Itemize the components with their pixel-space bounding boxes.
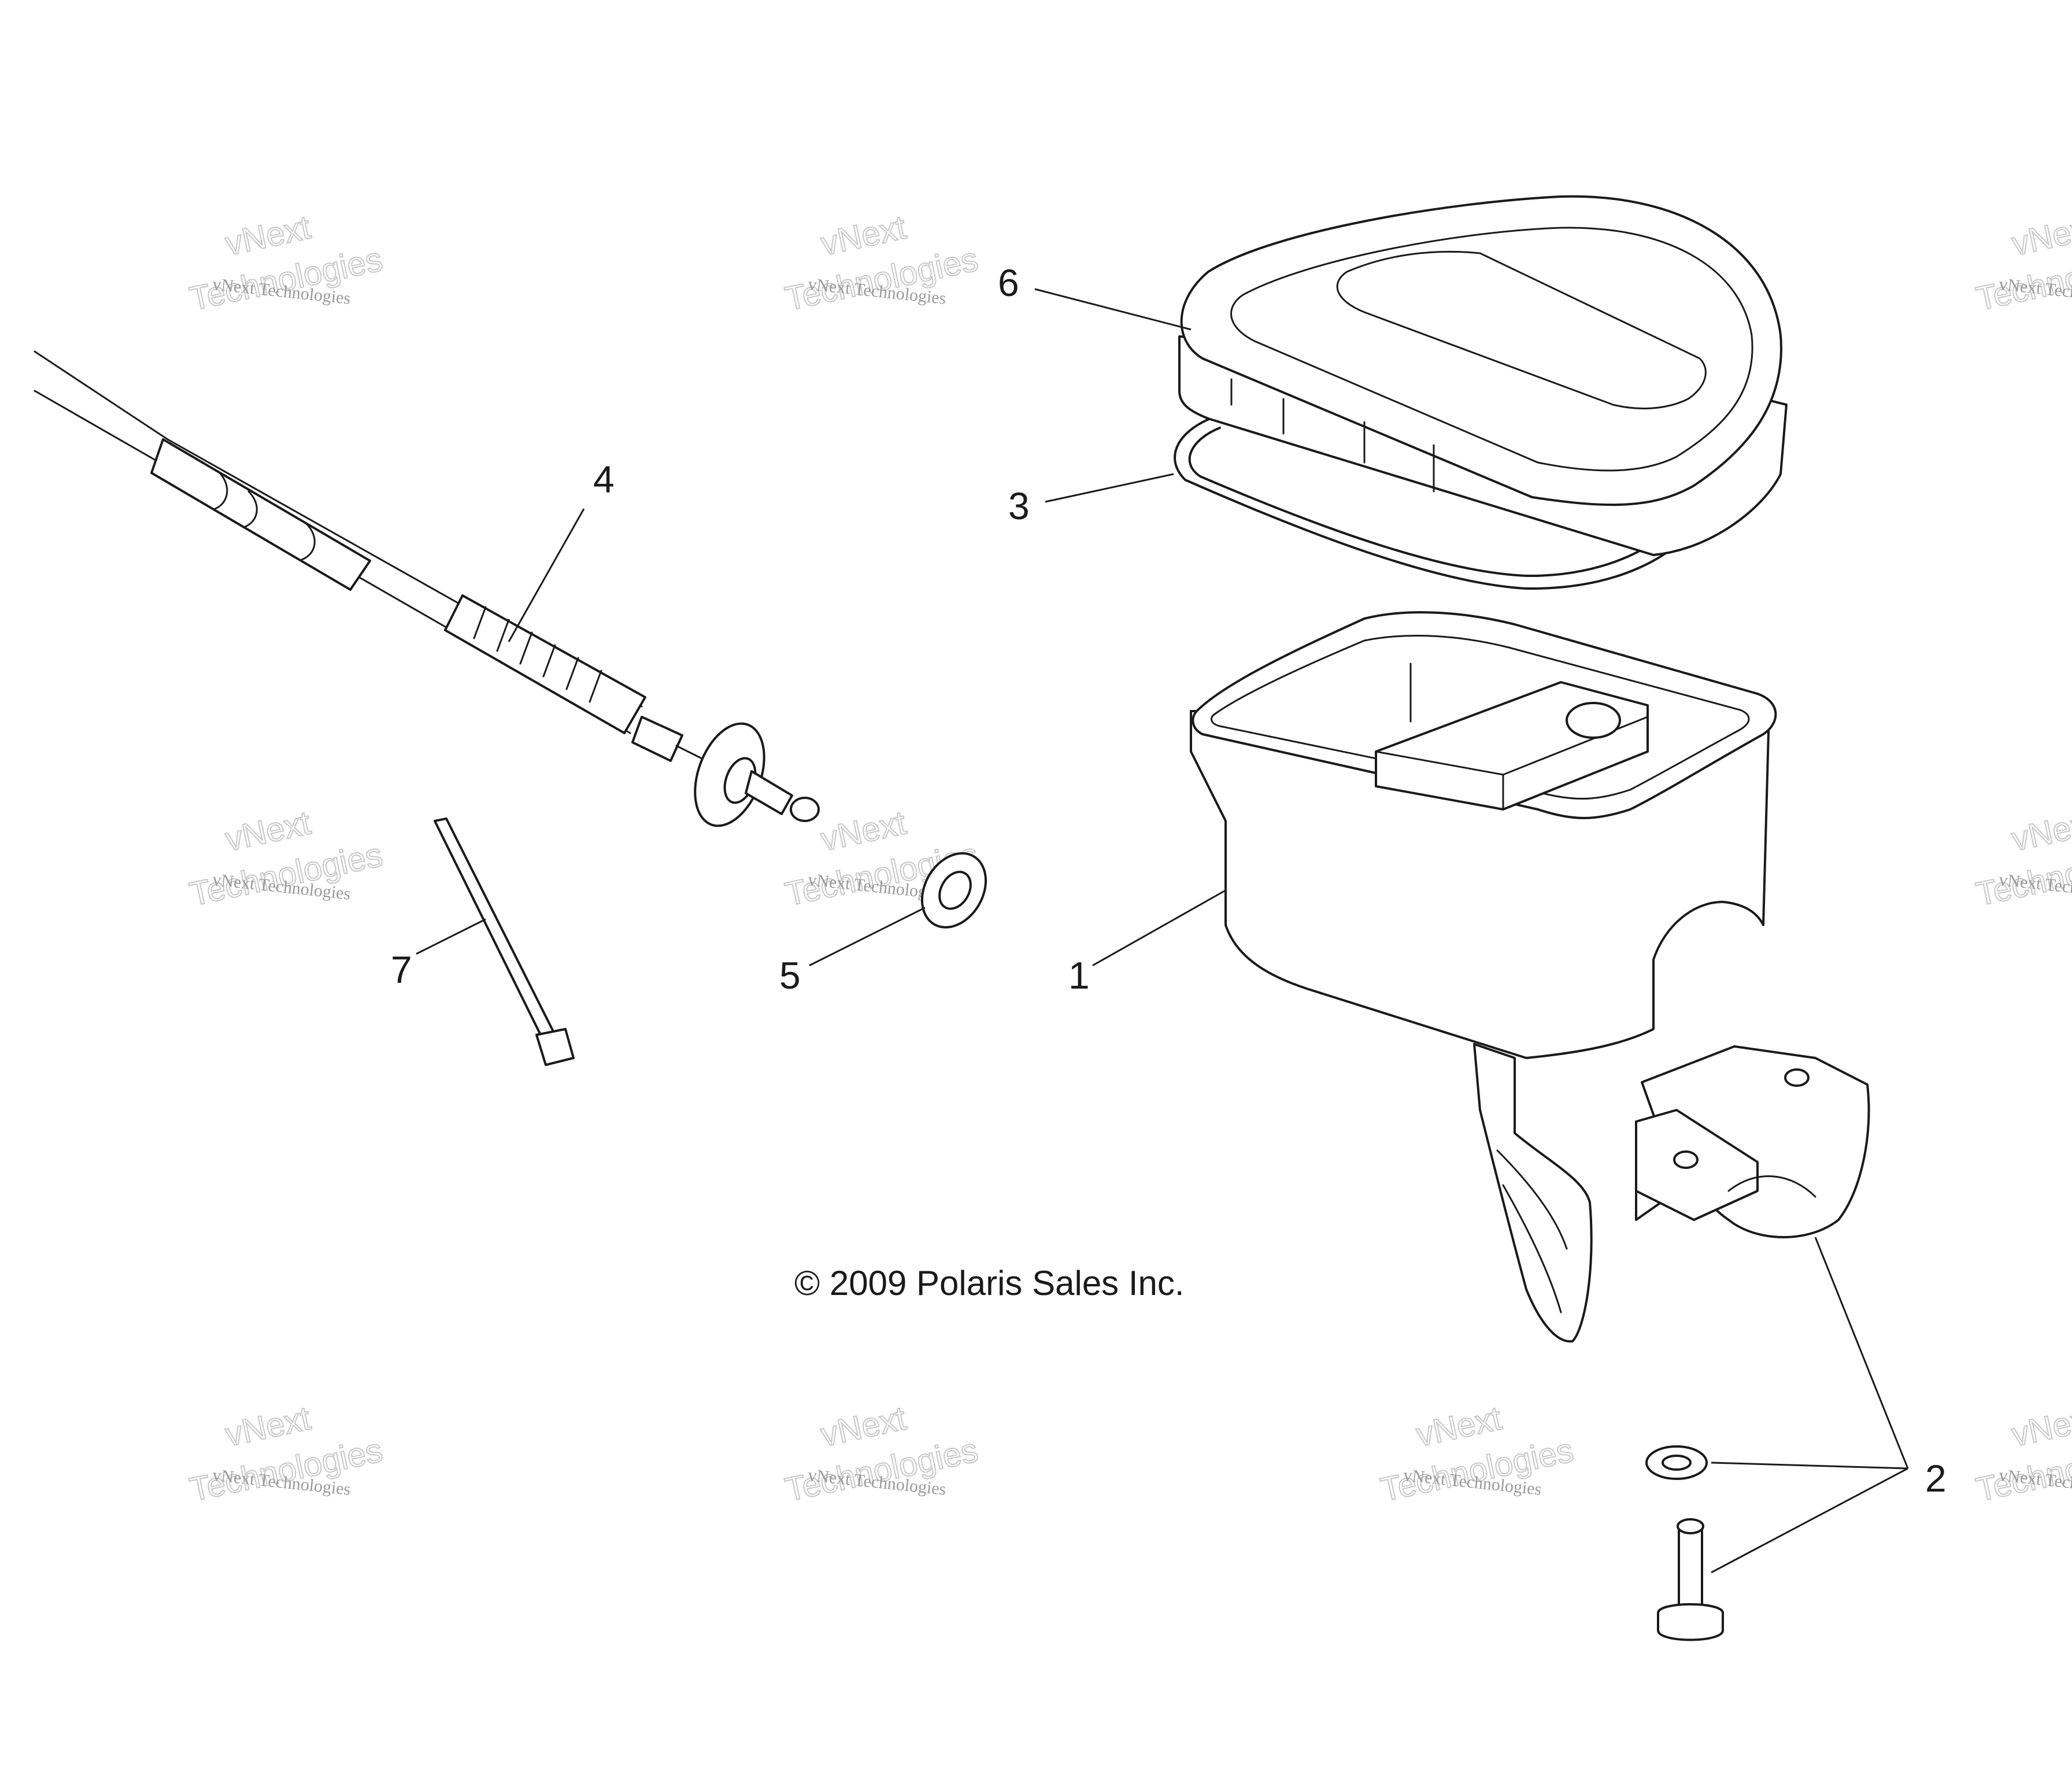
watermark: vNext Technologies vNext Technologies (1973, 803, 2072, 913)
callout-label: 4 (593, 458, 615, 501)
cable-tie-strap (434, 817, 556, 1042)
bolt-shank (1678, 1525, 1703, 1608)
cable-fitting-ring (214, 472, 228, 510)
watermark: vNext Technologies vNext Technologies (782, 1398, 982, 1509)
watermark: vNext Technologies vNext Technologies (186, 1398, 387, 1509)
leader-6 (1034, 288, 1192, 331)
callout-label: 7 (391, 948, 412, 991)
housing-part (1190, 611, 1777, 1343)
watermark-line-top: vNext (817, 1399, 909, 1453)
watermarks: vNext Technologies vNext Technologies vN… (186, 208, 2072, 1509)
callout-label: 3 (1008, 484, 1030, 527)
callout-label: 5 (779, 954, 801, 997)
leader-3 (1045, 473, 1174, 503)
leader-4 (508, 508, 585, 642)
watermark: vNext Technologies vNext Technologies (782, 208, 982, 318)
housing-lever-groove (1496, 1149, 1568, 1314)
cover-recess-inner (1336, 250, 1707, 410)
clamp-ear (1635, 1109, 1759, 1221)
leader-5 (809, 906, 926, 967)
watermark-line-top: vNext (2008, 1399, 2072, 1453)
watermark-line-top: vNext (817, 804, 909, 858)
watermark-line-top: vNext (817, 208, 909, 262)
watermark: vNext Technologies vNext Technologies (1973, 208, 2072, 318)
cable-end-nipple (745, 770, 793, 815)
leader-2 (1711, 1237, 1909, 1574)
watermark-line-top: vNext (222, 804, 314, 858)
gasket-part (1174, 414, 1701, 590)
cable-part (34, 350, 820, 827)
clamp-hole (1784, 1068, 1810, 1087)
watermark: vNext Technologies vNext Technologies (186, 208, 387, 318)
cover-top (1180, 195, 1782, 506)
cable-tie-part (434, 817, 575, 1066)
housing-lever (1473, 1043, 1593, 1343)
cover-recess-outer (1230, 227, 1753, 472)
bolt (1657, 1518, 1724, 1641)
cable-adjuster-thread (473, 606, 602, 703)
cable-fitting-ring (301, 523, 316, 561)
housing-inner-rim (1210, 634, 1750, 800)
watermark-line-top: vNext (2008, 804, 2072, 858)
bolt-head (1657, 1603, 1724, 1641)
clamp-hole (1673, 1150, 1699, 1169)
washer-hole (938, 871, 972, 910)
cable-barrel (631, 716, 683, 762)
cable-tie-head (535, 1028, 575, 1066)
clamp-part (1635, 1045, 1870, 1641)
clamp-saddle (1727, 1175, 1816, 1198)
cable-adjuster-sleeve (444, 594, 646, 734)
cable-fitting-ring (243, 490, 258, 528)
lock-washer-inner (1662, 1455, 1692, 1471)
callouts: 1 2 3 4 5 6 7 (391, 261, 1947, 1500)
gasket-outer (1174, 414, 1701, 590)
leader-1 (1092, 889, 1226, 967)
watermark-line-top: vNext (222, 208, 314, 262)
gasket-inner (1188, 427, 1684, 578)
watermark: vNext Technologies vNext Technologies (186, 803, 387, 913)
watermark-line-top: vNext (1413, 1399, 1505, 1453)
cable-end-fitting (150, 438, 371, 591)
watermark-line-top: vNext (222, 1399, 314, 1453)
callout-label: 1 (1068, 954, 1090, 997)
lock-washer (1645, 1445, 1708, 1480)
cover-part (1178, 195, 1788, 556)
watermark: vNext Technologies vNext Technologies (1377, 1398, 1578, 1509)
bolt-tip (1677, 1518, 1704, 1534)
washer-part (920, 852, 987, 928)
leader-lines (416, 288, 1909, 1574)
callout-label: 6 (998, 261, 1019, 304)
cable-end-ball (790, 797, 820, 822)
watermark: vNext Technologies vNext Technologies (1973, 1398, 2072, 1509)
callout-label: 2 (1925, 1457, 1947, 1500)
housing-switch-hole (1566, 702, 1621, 739)
leader-7 (416, 918, 486, 955)
copyright-notice: © 2009 Polaris Sales Inc. (794, 1264, 1185, 1303)
cover-rib (1230, 378, 1435, 493)
watermark-line-top: vNext (2008, 208, 2072, 262)
